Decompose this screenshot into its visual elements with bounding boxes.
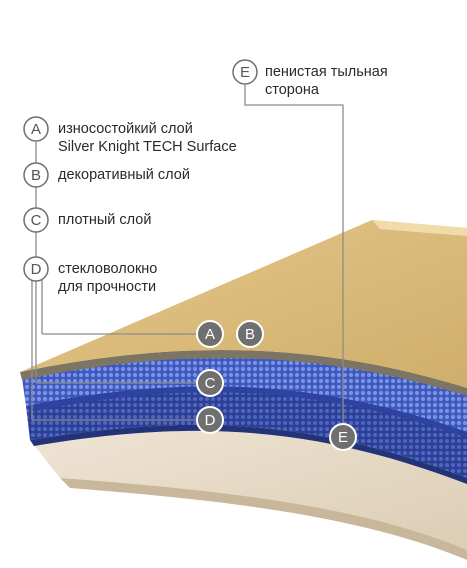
layer-a-label-line2: Silver Knight TECH Surface xyxy=(58,139,237,155)
leader-lines xyxy=(31,85,344,425)
layer-d-label-line1: стекловолокно xyxy=(58,261,157,277)
marker-badges xyxy=(196,320,357,451)
layer-a-label-line1: износостойкий слой xyxy=(58,121,193,137)
fiberglass-layer xyxy=(26,384,467,478)
decorative-layer xyxy=(22,356,467,432)
badge-c-letter: C xyxy=(31,212,42,229)
marker-c-icon xyxy=(196,369,224,397)
badge-a-letter: A xyxy=(31,121,41,138)
layer-b-label: декоративный слой xyxy=(58,167,190,183)
marker-e-letter: E xyxy=(338,429,348,446)
fiberglass-edge xyxy=(30,424,467,484)
badge-e-letter: E xyxy=(240,64,250,81)
badge-d-legend-icon xyxy=(23,256,49,282)
marker-d-letter: D xyxy=(205,412,216,429)
layer-e-label-line2: сторона xyxy=(265,82,320,98)
layer-c-label: плотный слой xyxy=(58,212,151,228)
layer-d-label-line2: для прочности xyxy=(58,279,156,295)
top-surface-highlight xyxy=(372,220,467,236)
foam-backing-shadow xyxy=(60,478,467,560)
marker-b-letter: B xyxy=(245,326,255,343)
marker-b-icon xyxy=(236,320,264,348)
badge-e-legend-icon xyxy=(232,59,258,85)
marker-a-letter: A xyxy=(205,326,215,343)
marker-c-letter: C xyxy=(205,375,216,392)
badge-b-legend-icon xyxy=(23,162,49,188)
foam-backing-layer xyxy=(30,423,467,550)
badge-d-letter: D xyxy=(31,261,42,278)
badge-b-letter: B xyxy=(31,167,41,184)
badge-c-legend-icon xyxy=(23,207,49,233)
badge-a-legend-icon xyxy=(23,116,49,142)
marker-e-icon xyxy=(329,423,357,451)
marker-a-icon xyxy=(196,320,224,348)
layer-e-label-line1: пенистая тыльная xyxy=(265,64,388,80)
marker-d-icon xyxy=(196,406,224,434)
legend-badges xyxy=(23,59,258,282)
top-surface xyxy=(20,220,467,388)
wear-layer-edge xyxy=(20,349,467,396)
